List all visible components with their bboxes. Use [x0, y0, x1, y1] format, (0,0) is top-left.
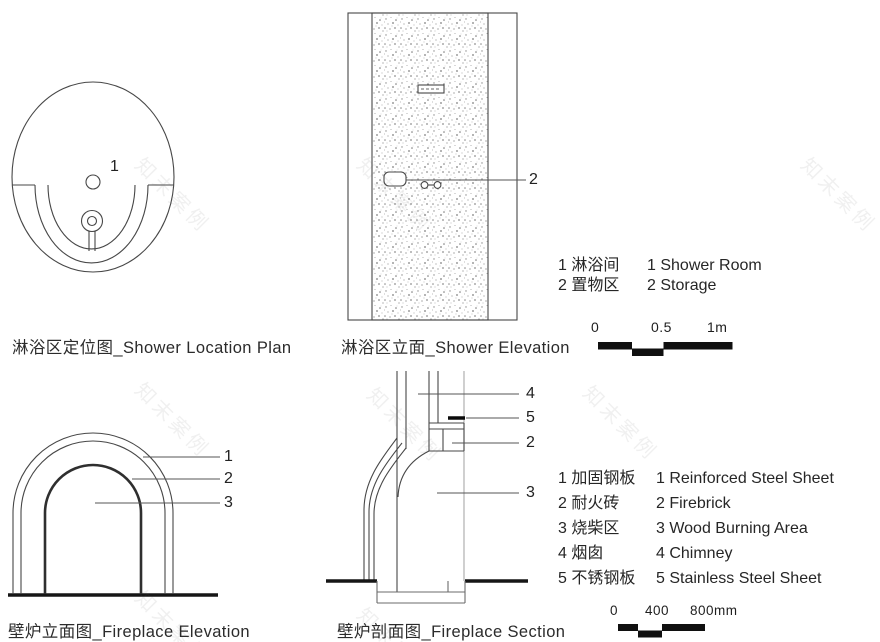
scale-top-label-0: 0 [591, 319, 600, 335]
fs-callout-5: 5 [526, 409, 535, 426]
fs-throat-curve [397, 450, 430, 498]
shower-plan-title: 淋浴区定位图_Shower Location Plan [12, 339, 292, 357]
fs-callout-2: 2 [526, 434, 535, 451]
fe-callout-1: 1 [224, 448, 233, 465]
fe-outer-arch [12, 432, 174, 594]
plan-drain [85, 174, 101, 190]
fs-shell-curve-2 [368, 442, 403, 581]
legend-en: 3 Wood Burning Area [656, 520, 808, 537]
scale-bar-bottom [618, 624, 705, 638]
legend-cn: 1 加固钢板 [558, 470, 636, 487]
fs-shell-curve-1 [363, 437, 398, 581]
fireplace-section-title: 壁炉剖面图_Fireplace Section [337, 623, 566, 641]
legend-cn: 3 烧柴区 [558, 520, 620, 537]
legend-row: 5 不锈钢板 5 Stainless Steel Sheet [558, 566, 834, 591]
shower-elevation-title: 淋浴区立面_Shower Elevation [341, 339, 570, 357]
elevation-shower-control [383, 171, 407, 187]
legend-en: 5 Stainless Steel Sheet [656, 570, 822, 587]
legend-row: 2 置物区 2 Storage [558, 276, 762, 296]
legend-cn: 2 置物区 [558, 277, 620, 294]
legend-row: 1 淋浴间 1 Shower Room [558, 256, 762, 276]
plan-outer-wall [11, 81, 175, 273]
scale-bottom-label-0: 0 [610, 603, 619, 618]
scale-bar-top [598, 342, 733, 356]
plan-shower-stem [88, 231, 96, 251]
scale-top-seg2 [632, 348, 664, 356]
scale-top-label-05: 0.5 [651, 319, 672, 335]
scale-top-seg3 [663, 342, 733, 350]
fireplace-legend: 1 加固钢板 1 Reinforced Steel Sheet 2 耐火砖 2 … [558, 466, 834, 591]
fireplace-section-drawing [326, 371, 528, 604]
plan-callout-1: 1 [110, 158, 119, 175]
legend-en: 1 Shower Room [647, 257, 762, 274]
elevation-stone-band [371, 12, 489, 321]
scale-bottom-seg2 [638, 630, 662, 638]
legend-row: 2 耐火砖 2 Firebrick [558, 491, 834, 516]
scale-top-label-1m: 1m [707, 319, 728, 335]
fs-callout-3: 3 [526, 484, 535, 501]
legend-row: 3 烧柴区 3 Wood Burning Area [558, 516, 834, 541]
fireplace-elevation-title: 壁炉立面图_Fireplace Elevation [8, 623, 250, 641]
plan-tub-outer-arc [34, 184, 149, 264]
scale-bottom-seg1 [618, 624, 638, 631]
shower-elevation-drawing [347, 12, 526, 321]
shower-plan-drawing [11, 81, 175, 273]
fs-shell-curve-3 [373, 447, 407, 581]
shower-legend: 1 淋浴间 1 Shower Room 2 置物区 2 Storage [558, 256, 762, 296]
plan-shower-column-inner [86, 215, 98, 227]
fs-callout-4: 4 [526, 385, 535, 402]
fe-middle-arch [20, 440, 166, 594]
legend-en: 2 Firebrick [656, 495, 731, 512]
legend-cn: 2 耐火砖 [558, 495, 620, 512]
plan-shower-column-outer [80, 209, 104, 233]
legend-cn: 5 不锈钢板 [558, 570, 636, 587]
fireplace-elevation-drawing [8, 432, 220, 597]
fe-callout-2: 2 [224, 470, 233, 487]
elevation-valve-right [433, 181, 442, 189]
legend-en: 4 Chimney [656, 545, 733, 562]
legend-en: 2 Storage [647, 277, 717, 294]
scale-top-seg1 [598, 342, 632, 350]
legend-cn: 4 烟囱 [558, 545, 604, 562]
legend-en: 1 Reinforced Steel Sheet [656, 470, 834, 487]
legend-row: 4 烟囱 4 Chimney [558, 541, 834, 566]
scale-bottom-label-800: 800mm [690, 603, 738, 618]
fe-firebrick-arch [43, 463, 143, 594]
legend-row: 1 加固钢板 1 Reinforced Steel Sheet [558, 466, 834, 491]
fe-callout-3: 3 [224, 494, 233, 511]
legend-cn: 1 淋浴间 [558, 257, 620, 274]
scale-bottom-label-400: 400 [645, 603, 670, 618]
elevation-callout-2: 2 [529, 171, 538, 188]
scale-bottom-seg3 [662, 624, 705, 631]
plan-tub-inner-arc [47, 184, 136, 250]
elevation-valve-left [420, 181, 429, 189]
